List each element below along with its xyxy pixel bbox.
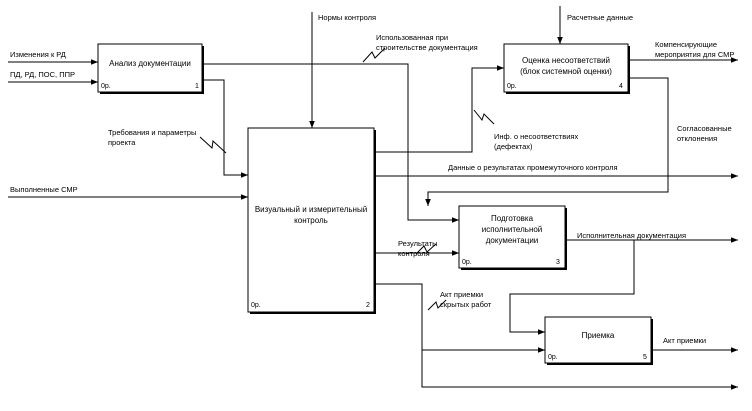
arrow-soglas-otkloneniya[interactable]	[425, 77, 669, 206]
label-dannye: Данные о результатах промежуточного конт…	[448, 163, 618, 172]
squiggle-akt-skrytyh	[427, 299, 447, 311]
squiggle-rezultaty	[415, 243, 437, 255]
box-4-number: 4	[619, 83, 623, 90]
label-komp-2: мероприятия для СМР	[655, 50, 734, 59]
box-otsenka-nesootvetstvii[interactable]: Оценка несоответствий (блок системной оц…	[503, 43, 630, 94]
label-isp-dok: Исполнительная документация	[577, 231, 686, 240]
box-priemka[interactable]: Приемка 0р. 5	[544, 316, 653, 365]
box-podgotovka-isp-dokumentatsii[interactable]: Подготовка исполнительной документации 0…	[458, 205, 567, 270]
label-izm-rd: Изменения к РД	[10, 50, 66, 59]
box-vizualnyi-kontrol[interactable]: Визуальный и измерительный контроль 0р. …	[247, 127, 376, 314]
label-pd-rd: ПД, РД, ПОС, ППР	[10, 70, 75, 79]
box-4-title-line-2: (блок системной оценки)	[520, 67, 612, 76]
label-akt-skr-1: Акт приемки	[440, 290, 483, 299]
label-komp-1: Компенсирующие	[655, 40, 717, 49]
label-akt-priem: Акт приемки	[663, 336, 706, 345]
box-3-title-line-1: Подготовка	[491, 214, 534, 223]
arrow-akt-skrytyh-branch[interactable]	[421, 350, 738, 390]
squiggle-inf	[473, 109, 495, 125]
label-trebovaniya-2: проекта	[108, 138, 136, 147]
arrow-inf-nesootvetstviya[interactable]	[374, 65, 504, 153]
label-ispolz-1: Использованная при	[376, 33, 448, 42]
box-4-title-line-1: Оценка несоответствий	[522, 56, 610, 65]
label-akt-skr-2: скрытых работ	[440, 300, 492, 309]
box-2-cost: 0р.	[251, 302, 261, 309]
label-rezult-1: Результаты	[398, 239, 438, 248]
arrow-akt-skrytyh[interactable]	[374, 283, 545, 353]
label-rezult-2: контроля	[398, 249, 430, 258]
box-2-number: 2	[366, 302, 370, 309]
arrow-trebovaniya[interactable]	[202, 79, 248, 178]
label-ispolz-2: строительстве документация	[376, 43, 478, 52]
box-5-title-line-1: Приемка	[582, 331, 615, 340]
box-5-number: 5	[643, 354, 647, 361]
label-soglas-1: Согласованные	[677, 124, 732, 133]
squiggle-trebovaniya	[199, 136, 227, 154]
label-trebovaniya-1: Требования и параметры	[108, 128, 196, 137]
box-5-cost: 0р.	[548, 354, 558, 361]
box-3-cost: 0р.	[462, 259, 472, 266]
arrow-isp-dok-branch[interactable]	[509, 240, 635, 335]
label-vypoln-smr: Выполненные СМР	[10, 185, 78, 194]
box-3-title-line-3: документации	[486, 236, 539, 245]
label-inf-2: (дефектах)	[494, 142, 533, 151]
box-3-number: 3	[556, 259, 560, 266]
label-raschet: Расчетные данные	[567, 13, 633, 22]
label-inf-1: Инф. о несоответствиях	[494, 132, 578, 141]
box-1-title-line-1: Анализ документации	[109, 59, 191, 68]
box-2-title-line-1: Визуальный и измерительный	[255, 205, 367, 214]
box-analiz-dokumentatsii[interactable]: Анализ документации 0р. 1	[97, 43, 204, 94]
label-normy: Нормы контроля	[318, 13, 376, 22]
box-4-cost: 0р.	[507, 83, 517, 90]
box-1-cost: 0р.	[101, 83, 111, 90]
squiggle-ispolz	[362, 47, 386, 63]
box-2-title-line-2: контроль	[294, 216, 328, 225]
box-1-number: 1	[195, 83, 199, 90]
arrow-ispolz-dokumentatsiya[interactable]	[202, 63, 459, 223]
label-soglas-2: отклонения	[677, 134, 717, 143]
box-3-title-line-2: исполнительной	[482, 225, 543, 234]
